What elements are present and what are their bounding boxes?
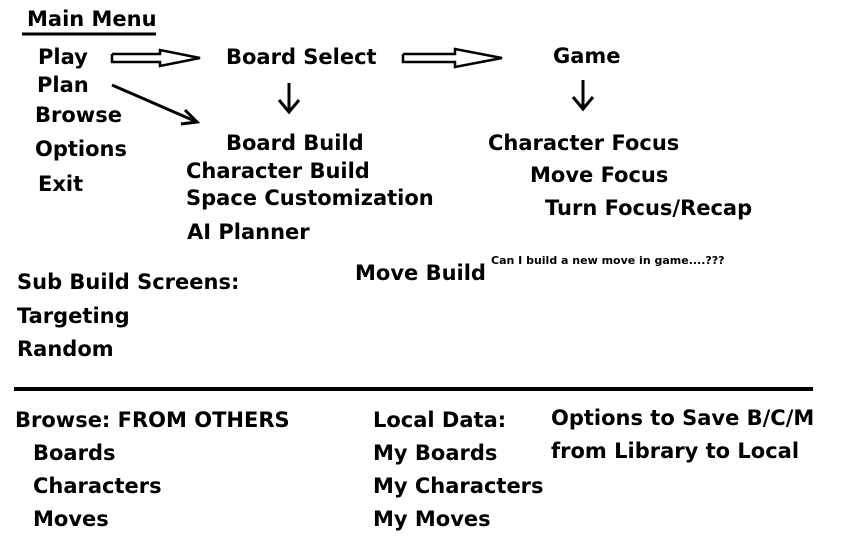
arrow-game-down	[571, 80, 595, 112]
browse-boards: Boards	[33, 441, 116, 465]
menu-item-browse: Browse	[35, 103, 122, 127]
menu-item-play: Play	[38, 45, 88, 69]
main-menu-title: Main Menu	[27, 7, 157, 31]
local-my-boards: My Boards	[373, 441, 498, 465]
arrow-board-select-to-game	[401, 47, 503, 69]
menu-item-plan: Plan	[37, 73, 89, 97]
move-build-note: Can I build a new move in game....???	[491, 254, 725, 267]
node-game: Game	[553, 44, 621, 68]
node-character-build: Character Build	[186, 159, 370, 183]
local-my-moves: My Moves	[373, 507, 491, 531]
browse-title: Browse: FROM OTHERS	[15, 408, 290, 432]
arrow-board-select-down	[277, 83, 301, 115]
sub-build-targeting: Targeting	[17, 304, 130, 328]
node-character-focus: Character Focus	[488, 131, 680, 155]
options-note-line-1: Options to Save B/C/M	[551, 406, 815, 430]
browse-moves: Moves	[33, 507, 109, 531]
options-note-line-2: from Library to Local	[551, 439, 800, 463]
node-board-build: Board Build	[226, 131, 364, 155]
sub-build-title: Sub Build Screens:	[17, 270, 240, 294]
node-space-customization: Space Customization	[186, 186, 434, 210]
sub-build-random: Random	[17, 337, 114, 361]
node-ai-planner: AI Planner	[187, 220, 310, 244]
arrow-plan-to-board-build	[111, 83, 201, 126]
node-move-build: Move Build	[355, 261, 486, 285]
node-turn-focus-recap: Turn Focus/Recap	[545, 196, 753, 220]
menu-item-exit: Exit	[38, 172, 84, 196]
menu-item-options: Options	[35, 137, 127, 161]
browse-characters: Characters	[33, 474, 162, 498]
arrow-play-to-board-select	[110, 48, 201, 68]
local-my-characters: My Characters	[373, 474, 544, 498]
node-move-focus: Move Focus	[530, 163, 669, 187]
node-board-select: Board Select	[226, 45, 377, 69]
local-title: Local Data:	[373, 408, 507, 432]
